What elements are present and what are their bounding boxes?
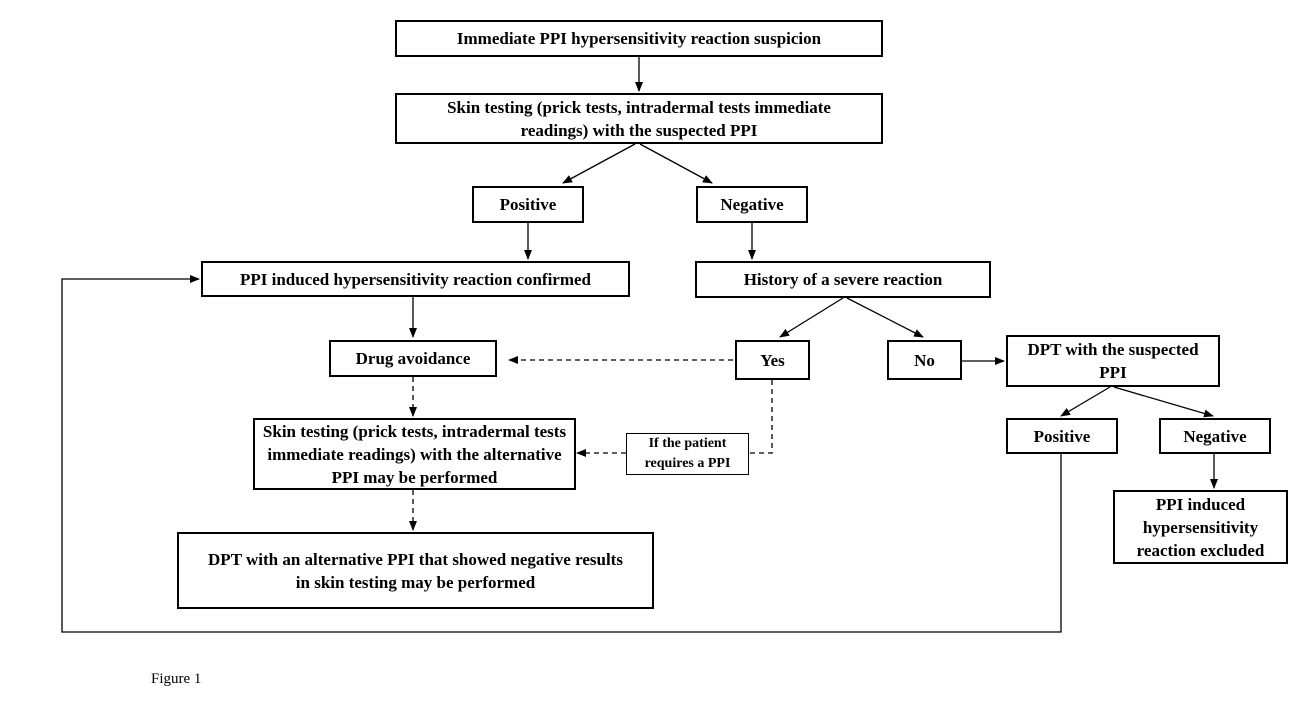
history-box: History of a severe reaction <box>695 261 991 298</box>
dpt-alternative-box: DPT with an alternative PPI that showed … <box>177 532 654 609</box>
negative-box: Negative <box>696 186 808 223</box>
arrow-history-to-no <box>846 297 924 338</box>
confirmed-box: PPI induced hypersensitivity reaction co… <box>201 261 630 297</box>
skin-testing-box: Skin testing (prick tests, intradermal t… <box>395 93 883 144</box>
positive-dpt-box: Positive <box>1006 418 1118 454</box>
positive-box: Positive <box>472 186 584 223</box>
arrow-dpt-to-positive <box>1060 386 1111 417</box>
figure-caption: Figure 1 <box>151 671 202 687</box>
no-box: No <box>887 340 962 380</box>
condition-box: If the patient requires a PPI <box>626 433 749 475</box>
drug-avoidance-box: Drug avoidance <box>329 340 497 377</box>
suspicion-box: Immediate PPI hypersensitivity reaction … <box>395 20 883 57</box>
excluded-box: PPI induced hypersensitivity reaction ex… <box>1113 490 1288 564</box>
skin-testing-alt-box: Skin testing (prick tests, intradermal t… <box>253 418 576 490</box>
arrow-dpt-to-negative <box>1113 386 1214 418</box>
arrow-skin-testing-to-positive <box>562 143 636 184</box>
yes-box: Yes <box>735 340 810 380</box>
negative-dpt-box: Negative <box>1159 418 1271 454</box>
arrow-skin-testing-to-negative <box>639 143 713 184</box>
arrow-positive-loop-to-confirmed <box>61 275 1062 633</box>
dpt-suspected-box: DPT with the suspected PPI <box>1006 335 1220 387</box>
arrow-history-to-yes <box>779 297 844 338</box>
dashed-connector-yes-to-condition <box>750 380 773 454</box>
